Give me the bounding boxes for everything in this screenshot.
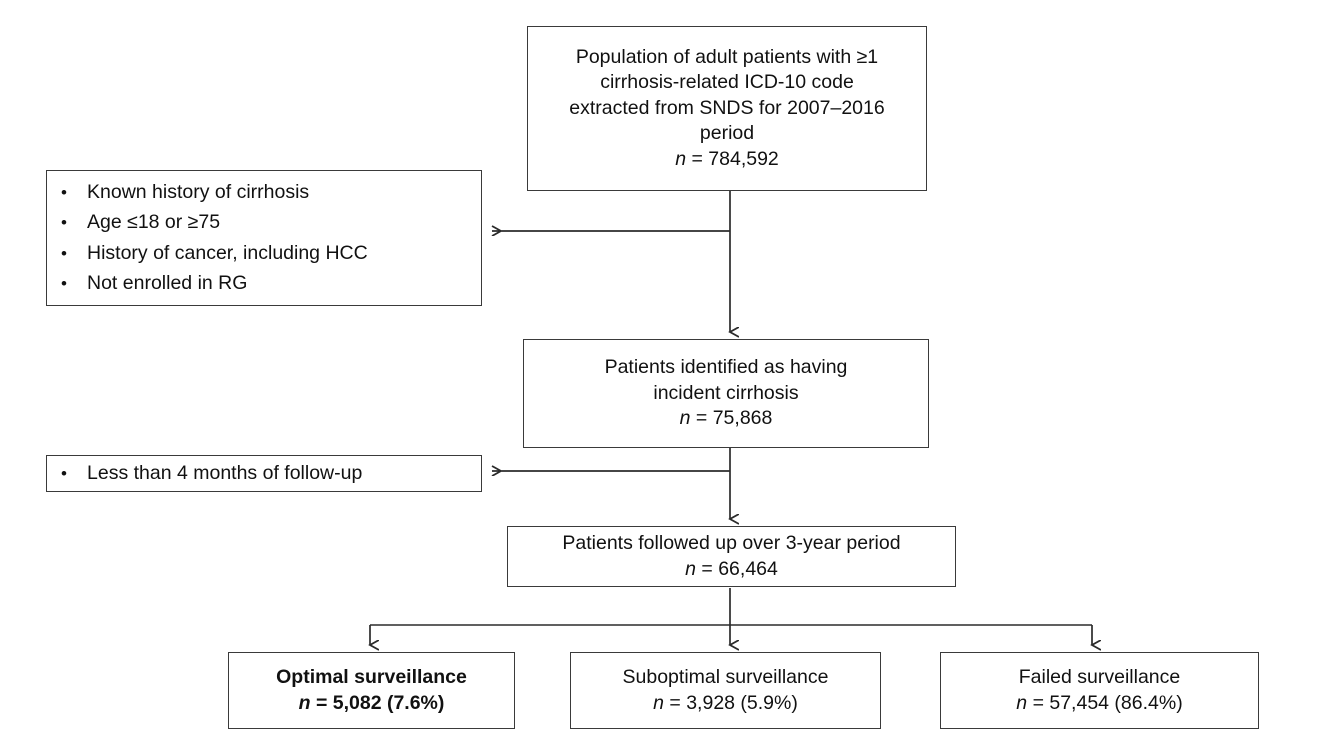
list-item: • Age ≤18 or ≥75 bbox=[61, 208, 471, 238]
source-line-2: cirrhosis-related ICD-10 code bbox=[600, 71, 854, 94]
incident-count-label: n bbox=[679, 407, 691, 430]
list-item: • Less than 4 months of follow-up bbox=[61, 458, 471, 488]
outcome-2-count: n = 57,454 (86.4%) bbox=[1016, 691, 1182, 716]
box-outcome-suboptimal-surveillance: Suboptimal surveillance n = 3,928 (5.9%) bbox=[570, 652, 881, 729]
incident-count-value: = 75,868 bbox=[695, 407, 773, 430]
followed-line-1: Patients followed up over 3-year period bbox=[562, 532, 901, 555]
exclusion-1-item-2: History of cancer, including HCC bbox=[87, 241, 368, 264]
followed-count: n = 66,464 bbox=[685, 557, 778, 582]
source-line-1: Population of adult patients with ≥1 bbox=[575, 46, 879, 69]
source-count-label: n bbox=[675, 147, 687, 170]
bullet-icon: • bbox=[61, 243, 67, 263]
exclusion-1-item-3: Not enrolled in RG bbox=[87, 271, 248, 294]
outcome-1-count: n = 3,928 (5.9%) bbox=[653, 691, 798, 716]
source-count: n = 784,592 bbox=[675, 147, 779, 172]
source-line-3: extracted from SNDS for 2007–2016 bbox=[569, 96, 885, 119]
list-item: • Not enrolled in RG bbox=[61, 268, 471, 298]
outcome-0-label: Optimal surveillance bbox=[276, 666, 467, 689]
outcome-0-count-label: n bbox=[298, 691, 311, 714]
source-line-4: period bbox=[699, 122, 755, 145]
followed-count-value: = 66,464 bbox=[701, 557, 778, 580]
exclusion-1-item-1: Age ≤18 or ≥75 bbox=[87, 211, 221, 234]
bullet-icon: • bbox=[61, 182, 67, 202]
list-item: • Known history of cirrhosis bbox=[61, 177, 471, 207]
incident-count: n = 75,868 bbox=[680, 406, 773, 431]
box-exclusion-criteria-2: • Less than 4 months of follow-up bbox=[46, 455, 482, 492]
outcome-1-label: Suboptimal surveillance bbox=[622, 666, 829, 689]
source-count-value: = 784,592 bbox=[691, 147, 779, 170]
incident-line-1: Patients identified as having bbox=[604, 356, 848, 379]
bullet-icon: • bbox=[61, 273, 67, 293]
outcome-0-count: n = 5,082 (7.6%) bbox=[299, 691, 445, 716]
list-item: • History of cancer, including HCC bbox=[61, 238, 471, 268]
box-incident-cirrhosis: Patients identified as having incident c… bbox=[523, 339, 929, 448]
exclusion-1-item-0: Known history of cirrhosis bbox=[87, 180, 310, 203]
bullet-icon: • bbox=[61, 463, 67, 483]
outcome-2-count-value: = 57,454 (86.4%) bbox=[1032, 691, 1183, 714]
incident-line-2: incident cirrhosis bbox=[653, 381, 799, 404]
outcome-1-count-label: n bbox=[653, 691, 664, 714]
outcome-2-label: Failed surveillance bbox=[1018, 666, 1181, 689]
outcome-0-count-value: = 5,082 (7.6%) bbox=[315, 691, 445, 714]
box-followed-up: Patients followed up over 3-year period … bbox=[507, 526, 956, 587]
exclusion-2-item-0: Less than 4 months of follow-up bbox=[87, 461, 363, 484]
box-source-population: Population of adult patients with ≥1 cir… bbox=[527, 26, 927, 191]
outcome-2-count-label: n bbox=[1016, 691, 1028, 714]
box-exclusion-criteria-1: • Known history of cirrhosis • Age ≤18 o… bbox=[46, 170, 482, 306]
outcome-1-count-value: = 3,928 (5.9%) bbox=[669, 691, 798, 714]
box-outcome-failed-surveillance: Failed surveillance n = 57,454 (86.4%) bbox=[940, 652, 1259, 729]
box-outcome-optimal-surveillance: Optimal surveillance n = 5,082 (7.6%) bbox=[228, 652, 515, 729]
followed-count-label: n bbox=[685, 557, 696, 580]
bullet-icon: • bbox=[61, 213, 67, 233]
